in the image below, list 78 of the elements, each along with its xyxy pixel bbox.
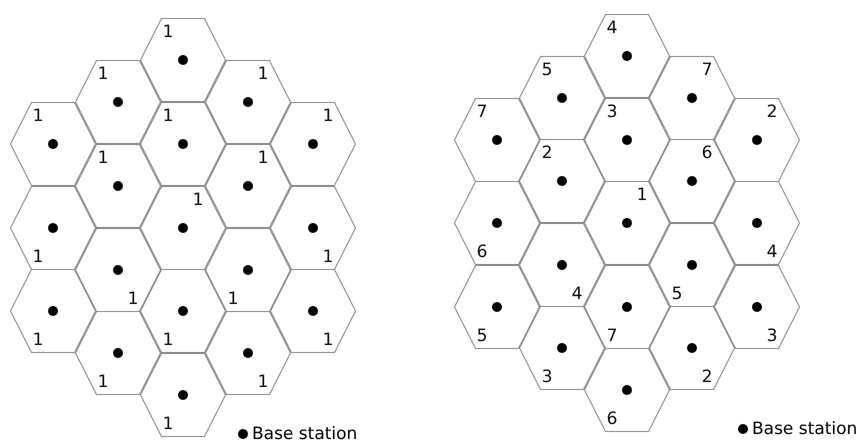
cell-number: 4 (766, 243, 778, 261)
cell-number: 1 (228, 290, 238, 308)
cell-number: 1 (32, 106, 44, 125)
cell-hexagon (205, 228, 291, 312)
cell-hexagon (519, 222, 605, 307)
cell-number: 1 (32, 331, 44, 350)
cell-number: 1 (98, 64, 108, 83)
cell-number: 2 (542, 144, 552, 162)
cell-hexagon (649, 56, 735, 140)
cell-number: 6 (476, 243, 488, 261)
cell-hexagon (205, 311, 291, 396)
cell-number: 7 (606, 326, 618, 344)
cell-number: 1 (162, 23, 174, 41)
cell-number: 3 (766, 326, 778, 344)
cell-number: 1 (162, 106, 174, 125)
cell-number: 1 (98, 148, 108, 167)
cell-hexagon (140, 102, 226, 186)
cell-number: 5 (542, 60, 552, 79)
cell-hexagon (714, 181, 800, 265)
cell-hexagon (584, 264, 670, 348)
cell-number: 1 (128, 290, 138, 308)
cell-number: 1 (98, 373, 108, 392)
cell-number: 2 (766, 102, 778, 120)
cell-hexagon (584, 98, 670, 182)
cell-hexagon (270, 269, 356, 354)
cell-hexagon (584, 348, 670, 432)
cell-number: 1 (322, 106, 334, 125)
cell-number: 5 (672, 284, 682, 303)
cell-number: 1 (322, 331, 334, 350)
cell-number: 7 (476, 102, 488, 120)
cell-number: 3 (542, 368, 552, 386)
cell-hexagon (140, 353, 226, 438)
cell-hexagon (454, 98, 540, 182)
cell-hexagon (649, 306, 735, 390)
cell-hexagon (140, 269, 226, 354)
cell-number: 2 (702, 368, 712, 386)
cell-hexagon (205, 60, 291, 144)
cell-number: 4 (606, 19, 618, 37)
cell-hexagon (714, 264, 800, 348)
cell-number: 6 (606, 410, 618, 428)
cell-hexagon (584, 181, 670, 265)
cell-number: 6 (702, 144, 712, 162)
cell-number: 1 (32, 248, 44, 266)
cell-hexagon (75, 60, 161, 144)
cell-hexagon (10, 186, 96, 270)
cell-hexagon (205, 144, 291, 228)
cell-hexagon (75, 228, 161, 312)
cell-number: 1 (322, 248, 334, 266)
legend-text: Base station (752, 419, 858, 439)
cell-hexagon (140, 186, 226, 270)
cell-number: 5 (476, 326, 488, 344)
cell-hexagon (140, 18, 226, 102)
cell-hexagon (75, 311, 161, 396)
cell-hexagon (714, 98, 800, 182)
cell-hexagon (519, 306, 605, 390)
cell-hexagon (10, 102, 96, 186)
cell-number: 4 (572, 284, 582, 303)
cell-number: 1 (636, 186, 648, 204)
cell-hexagon (270, 102, 356, 186)
cell-hexagon (270, 186, 356, 270)
cell-hexagon (584, 14, 670, 98)
cell-number: 3 (606, 102, 618, 120)
cell-hexagon (519, 56, 605, 140)
cell-number: 1 (162, 415, 174, 434)
cell-number: 7 (702, 60, 712, 79)
cell-number: 1 (258, 373, 268, 392)
legend-text: Base station (252, 424, 358, 444)
cell-number: 1 (192, 190, 204, 209)
cell-hexagon (454, 181, 540, 265)
cell-number: 1 (258, 64, 268, 83)
cell-hexagon (10, 269, 96, 354)
cell-hexagon (649, 139, 735, 224)
cell-hexagon (75, 144, 161, 228)
cell-number: 1 (162, 331, 174, 350)
cell-hexagon (519, 139, 605, 224)
cell-hexagon (454, 264, 540, 348)
cell-number: 1 (258, 148, 268, 167)
cell-hexagon (649, 222, 735, 307)
